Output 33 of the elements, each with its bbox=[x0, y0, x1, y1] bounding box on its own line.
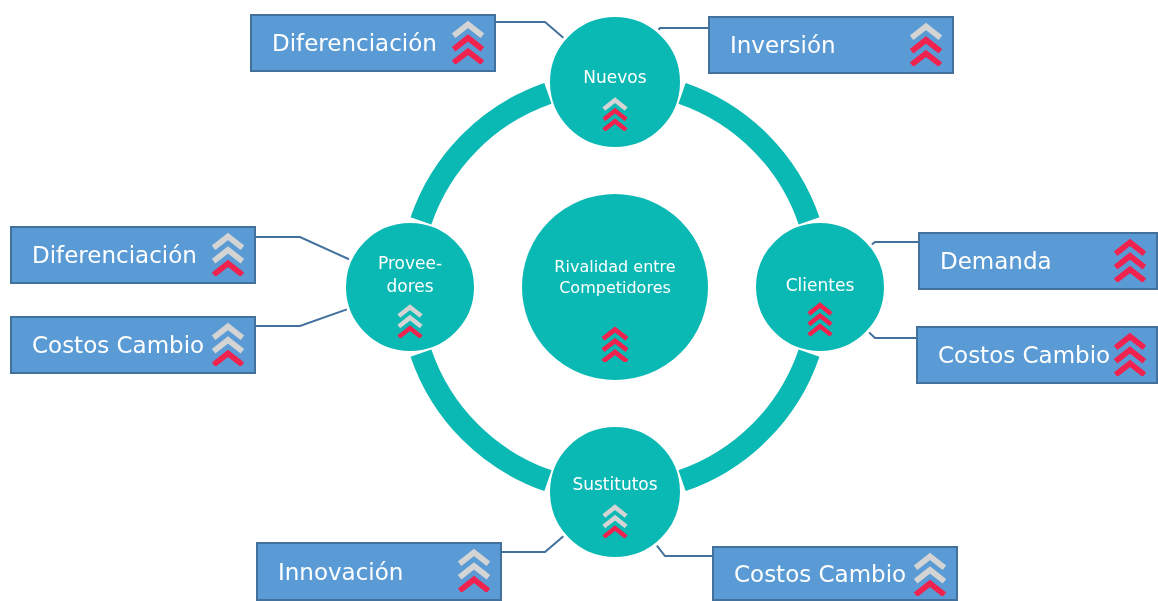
node-label: Clientes bbox=[784, 273, 856, 296]
ring-segment bbox=[410, 348, 553, 491]
leader-line bbox=[870, 241, 919, 246]
node-label: Nuevos bbox=[582, 65, 648, 89]
node-label: Rivalidad entre Competidores bbox=[553, 257, 677, 299]
factor-box bbox=[10, 226, 256, 284]
ring-segment bbox=[677, 83, 820, 226]
ring-segment bbox=[677, 348, 820, 491]
factor-box bbox=[250, 14, 496, 72]
leader-line bbox=[501, 535, 565, 553]
factor-box bbox=[918, 232, 1158, 290]
leader-line bbox=[657, 27, 709, 31]
leader-line bbox=[255, 308, 348, 327]
factor-box bbox=[10, 316, 256, 374]
node-label: Costos Cambio bbox=[734, 560, 907, 587]
node-label: Diferenciación bbox=[272, 30, 437, 56]
factor-box bbox=[712, 546, 958, 601]
leader-line bbox=[868, 331, 917, 339]
node-label: Sustitutos bbox=[571, 473, 659, 496]
node-label: Inversión bbox=[730, 32, 836, 58]
ring-segment bbox=[410, 83, 553, 226]
node-label: Innovación bbox=[278, 558, 404, 585]
leader-line bbox=[495, 21, 565, 39]
factor-box bbox=[708, 16, 954, 74]
node-label: Provee- dores bbox=[376, 252, 444, 297]
node-label: Costos Cambio bbox=[32, 332, 205, 358]
node-label: Demanda bbox=[940, 248, 1052, 274]
node-label: Costos Cambio bbox=[938, 342, 1111, 368]
factor-box bbox=[916, 326, 1158, 384]
factor-box bbox=[256, 542, 502, 601]
leader-line bbox=[255, 236, 350, 261]
leader-line bbox=[655, 544, 713, 557]
node-label: Diferenciación bbox=[32, 242, 197, 268]
